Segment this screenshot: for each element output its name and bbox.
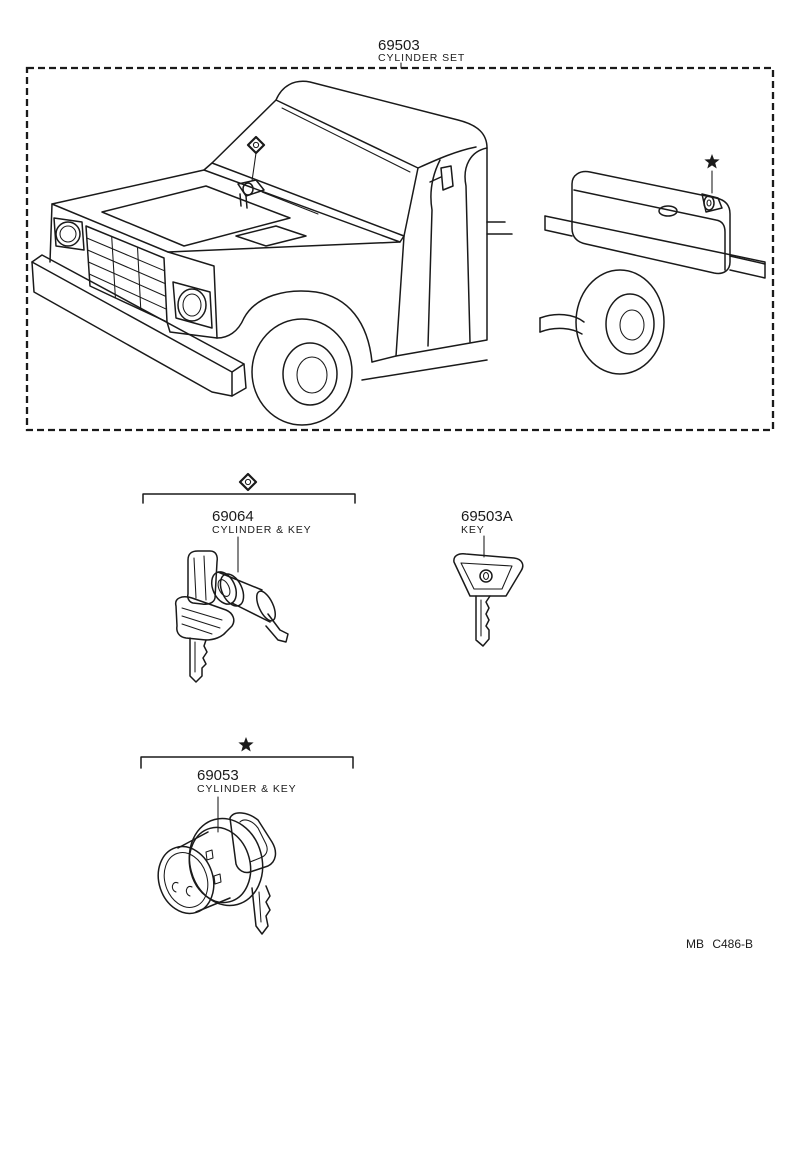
fuel-tank [571, 170, 731, 275]
hood-cylinder-part-name: CYLINDER & KEY [212, 524, 312, 536]
hood-scoop [235, 225, 307, 247]
key-part-name: KEY [461, 524, 485, 536]
headlight-right [172, 281, 213, 329]
figure-code: MB C486-B [686, 937, 753, 951]
star-marker-icon [704, 154, 720, 169]
key-part-number: 69503A [461, 508, 513, 525]
lock-cylinder [210, 571, 289, 643]
key-logo-icon [479, 569, 493, 583]
star-marker-icon [238, 737, 254, 752]
truck-illustration [31, 80, 766, 426]
cylinder-key [229, 812, 277, 935]
front-fender [166, 251, 373, 363]
chassis-frame [486, 215, 766, 279]
assembly-boundary [25, 66, 775, 432]
hood-lock-cylinder [237, 179, 265, 209]
windshield [211, 99, 419, 237]
front-key [174, 596, 235, 683]
assembly-part-number: 69503 [378, 37, 420, 54]
fuel-cylinder-part-number: 69053 [197, 767, 239, 784]
fuel-cylinder-bracket [140, 756, 354, 769]
diamond-marker-icon [246, 135, 266, 155]
cab [275, 80, 488, 381]
assembly-part-name: CYLINDER SET [378, 52, 465, 64]
front-wheel [251, 318, 353, 426]
fuel-cylinder-part-name: CYLINDER & KEY [197, 783, 297, 795]
hood-lock-leader-line [251, 152, 257, 182]
headlight-left [53, 217, 85, 251]
diamond-marker-icon [238, 472, 258, 492]
hood [51, 162, 405, 253]
hood-cylinder-part-number: 69064 [212, 508, 254, 525]
back-key [187, 550, 218, 605]
key-illustration [453, 553, 524, 647]
fuel-cap [658, 205, 678, 217]
rear-suspension [539, 313, 585, 335]
rear-wheel [575, 269, 665, 375]
front-bumper [31, 254, 247, 397]
lock-cylinder-body [157, 817, 264, 915]
fuel-tank-lock-cylinder [701, 193, 723, 213]
hood-cylinder-bracket [142, 493, 356, 504]
hood-cylinder-key-illustration [174, 550, 289, 683]
side-mirror [429, 165, 454, 191]
fuel-cylinder-key-illustration [157, 812, 277, 935]
